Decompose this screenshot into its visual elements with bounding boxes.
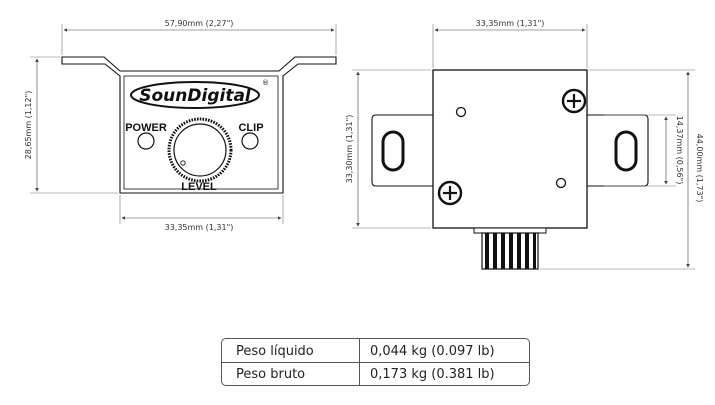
small-hole-top-left [455,106,467,118]
bottom-left-screw-icon [437,180,463,206]
weight-table: Peso líquido 0,044 kg (0.097 lb) Peso br… [221,338,530,386]
right-ear-slot [614,130,638,172]
logo-text: SounDigital [139,86,252,106]
small-hole-bottom-right [555,177,567,189]
gross-weight-value: 0,173 kg (0.381 lb) [370,367,495,382]
side-body [432,69,588,229]
front-width-dimension: 57,90mm (2,27") [165,19,234,28]
net-weight-row: Peso líquido 0,044 kg (0.097 lb) [222,340,529,363]
gross-weight-row: Peso bruto 0,173 kg (0.381 lb) [222,363,529,386]
side-height-dimension: 33,30mm (1,31") [345,115,354,184]
clip-led [241,132,259,150]
weight-table-row-divider [222,362,529,363]
level-label: LEVEL [181,181,217,193]
power-label: POWER [125,122,167,134]
side-width-dimension: 33,35mm (1,31") [476,19,545,28]
power-led [137,132,155,150]
logo-badge [130,81,260,109]
front-height-dimension: 28,65mm (1,12") [24,91,33,160]
slot-dimension: 14,37mm (0,56") [675,116,684,185]
net-weight-value: 0,044 kg (0.097 lb) [370,344,495,359]
front-bottom-dimension: 33,35mm (1,31") [165,223,234,232]
gross-weight-label: Peso bruto [236,367,306,382]
level-knob[interactable] [173,123,227,177]
side-view: 33,35mm (1,31") [345,19,704,270]
top-right-screw-icon [561,88,587,114]
clip-label: CLIP [238,122,263,134]
registered-mark: ® [262,79,269,87]
net-weight-label: Peso líquido [236,344,314,359]
level-knob-marker [180,160,186,166]
connector-knurl [481,232,539,270]
front-view: 57,90mm (2,27") SounDigital ® POWER CLIP… [24,19,337,232]
total-height-dimension: 44,00mm (1,73") [695,134,704,203]
left-ear-slot [381,130,405,172]
connector-base [473,227,547,234]
